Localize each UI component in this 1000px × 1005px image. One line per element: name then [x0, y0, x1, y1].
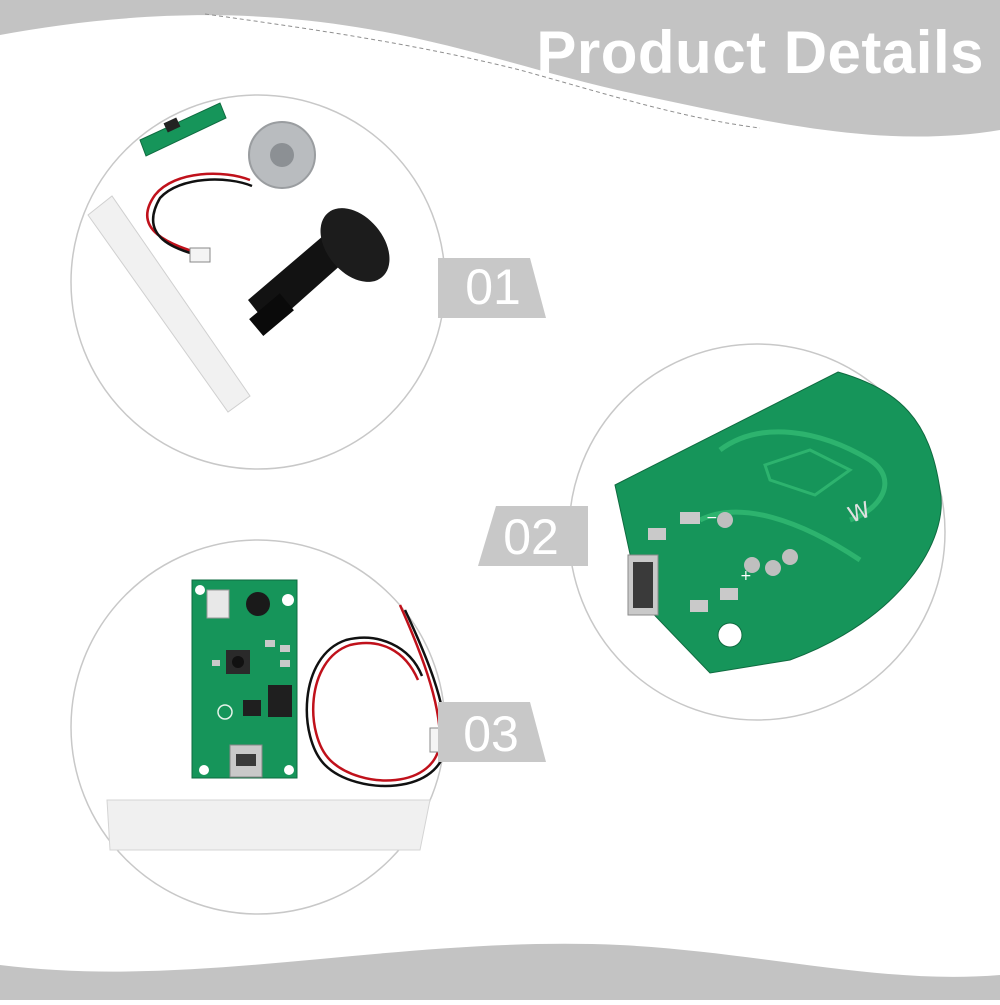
- pcb-print-plus: +: [740, 568, 752, 584]
- chip-icon: [163, 117, 181, 133]
- mist-board-small: [139, 102, 227, 157]
- black-holder: [248, 208, 390, 336]
- connector-cable-1-black: [151, 178, 253, 260]
- connector-cable-3: [312, 604, 442, 782]
- number-tag-01-bg: [438, 258, 546, 318]
- circuit-board-front: [191, 579, 298, 779]
- bottom-banner: [0, 943, 1000, 1000]
- cotton-wick-3: [106, 799, 431, 851]
- item-number-03: 03: [463, 706, 519, 762]
- number-tag-03-bg: [438, 702, 546, 762]
- atomizer-disc-inner: [270, 143, 294, 167]
- item-number-01: 01: [465, 259, 521, 315]
- circuit-board-back: [614, 371, 942, 674]
- item-number-02: 02: [503, 509, 559, 565]
- banner-dashed-curve: [204, 13, 761, 129]
- number-tag-02-bg: [478, 506, 588, 566]
- top-banner: [0, 0, 1000, 137]
- cotton-wick-1: [87, 195, 251, 413]
- pcb-print-minus: −: [706, 510, 718, 526]
- connector-plug-1: [189, 247, 211, 263]
- page-title: Product Details: [536, 19, 984, 86]
- connector-cable-1: [146, 172, 251, 257]
